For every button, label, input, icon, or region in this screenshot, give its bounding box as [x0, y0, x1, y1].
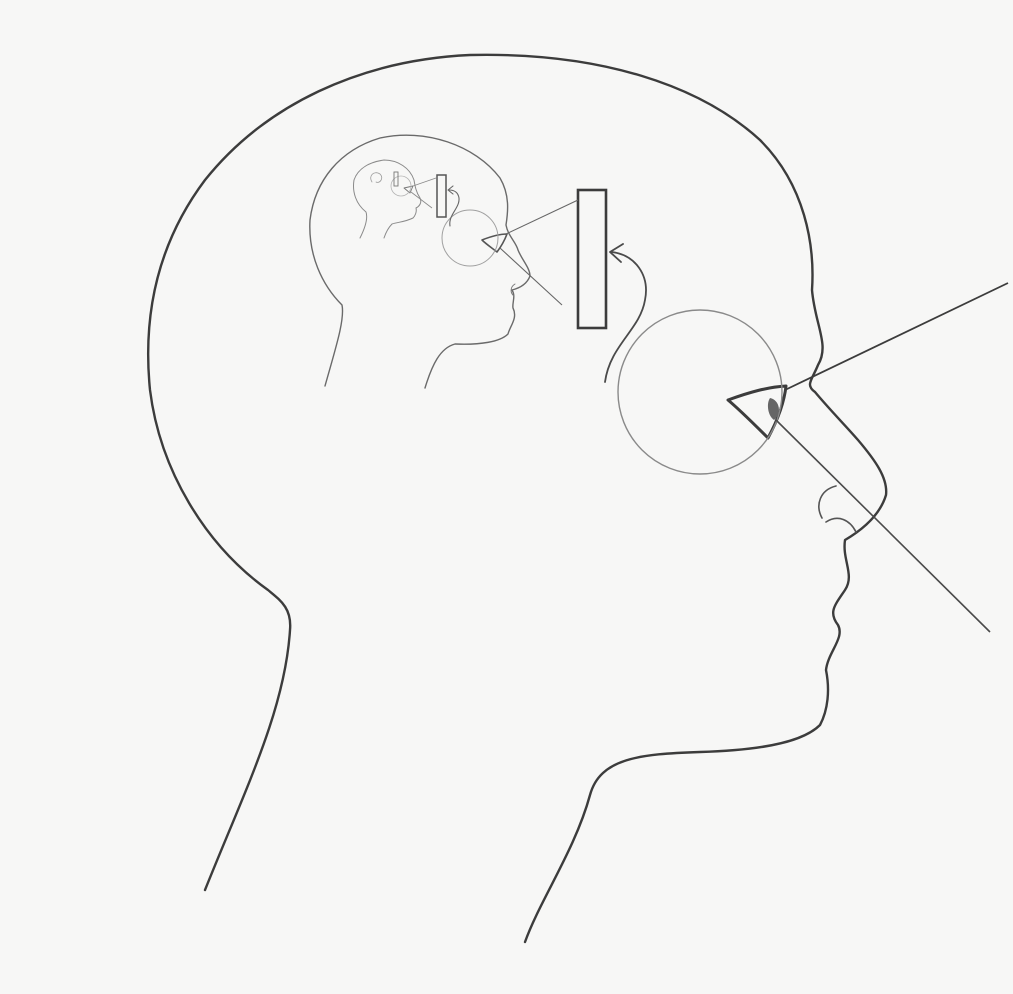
paper-background: [0, 0, 1013, 994]
recursive-homunculus-sketch: [0, 0, 1013, 994]
